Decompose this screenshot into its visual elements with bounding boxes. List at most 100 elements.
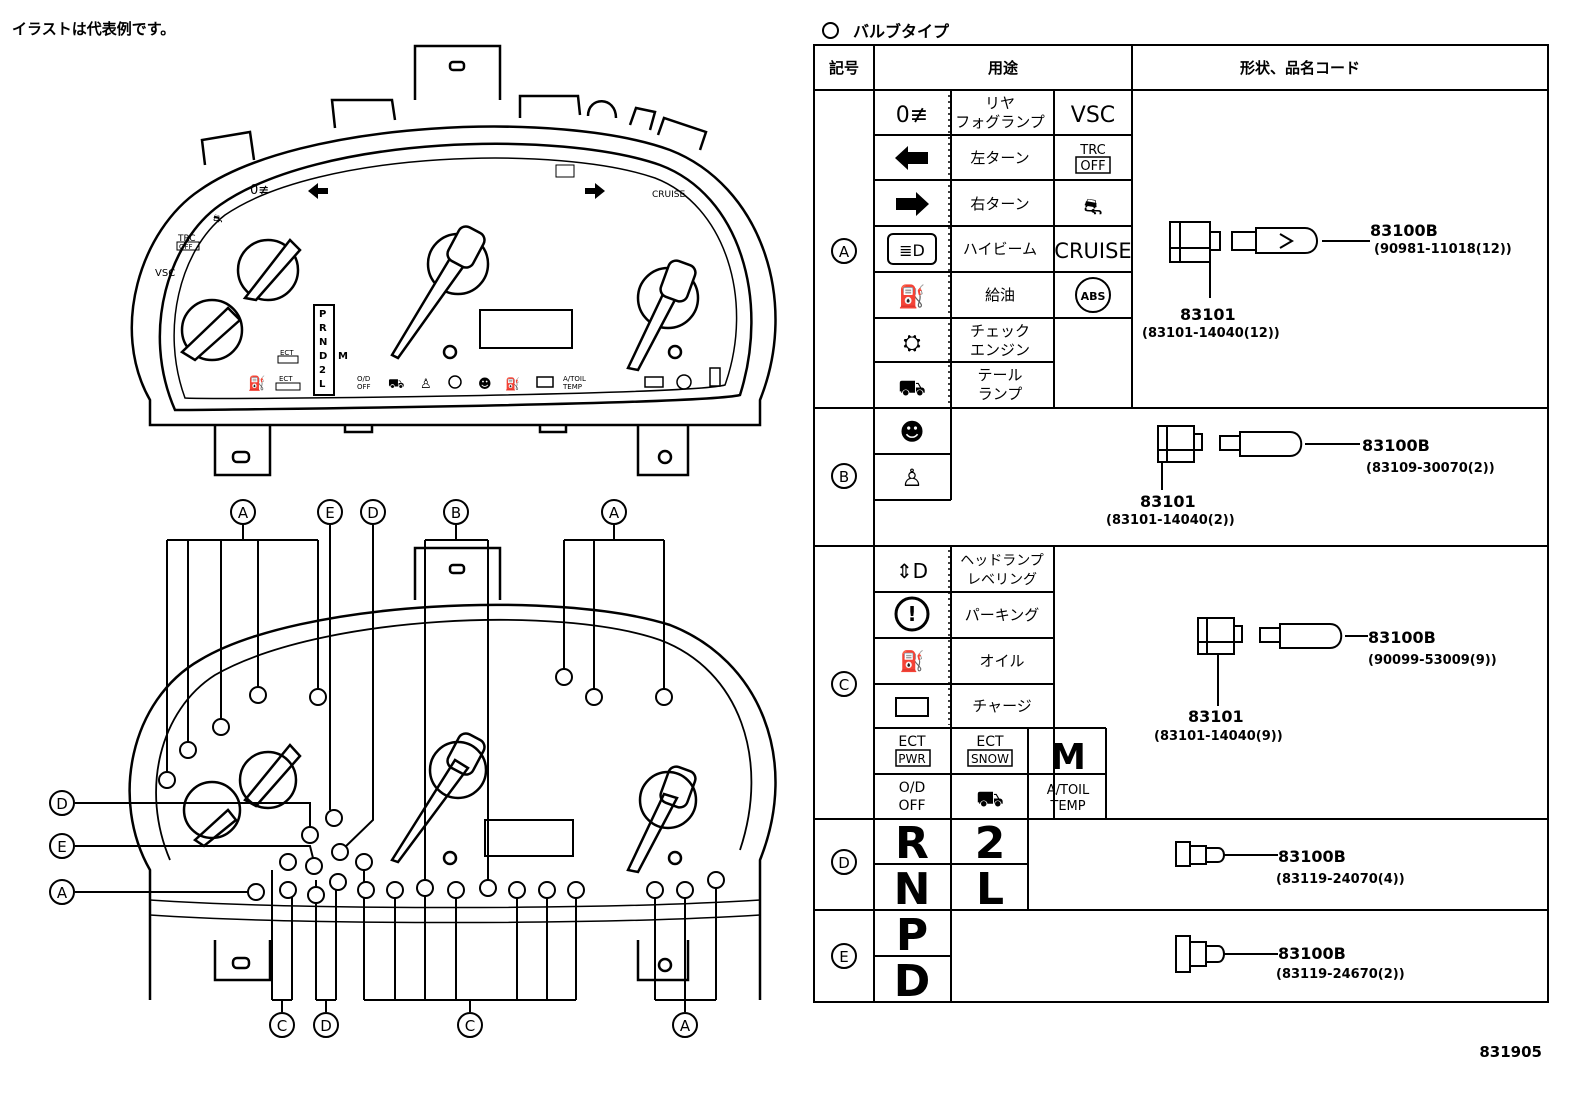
symbol-m: M: [1050, 737, 1086, 778]
svg-text:D: D: [56, 795, 68, 813]
svg-text:M: M: [338, 351, 348, 362]
callout-top-d: D: [360, 499, 386, 525]
svg-text:E: E: [325, 504, 334, 522]
header-usage: 用途: [988, 59, 1019, 77]
svg-text:A: A: [839, 243, 850, 261]
check-engine-icon: ⛭: [903, 331, 921, 356]
svg-text:O/D: O/D: [357, 375, 370, 383]
svg-text:エンジン: エンジン: [970, 341, 1030, 359]
bulb-a-code: (90981-11018(12)): [1374, 242, 1512, 257]
bulb-c-drawing: [1197, 617, 1368, 706]
svg-text:P: P: [319, 309, 326, 320]
svg-text:☻: ☻: [478, 377, 492, 392]
callout-left-d: D: [49, 790, 75, 816]
socket-b-code: (83101-14040(2)): [1106, 513, 1235, 528]
svg-text:L: L: [319, 379, 326, 390]
socket-b-part: 83101: [1140, 492, 1196, 511]
usage-a-1: 左ターン: [970, 149, 1029, 167]
headlamp-leveling-icon: ⇕D: [896, 559, 928, 583]
left-turn-icon: [895, 146, 928, 170]
svg-text:ECT: ECT: [976, 734, 1004, 750]
usage-a-0-l2: フォグランプ: [955, 113, 1045, 131]
svg-text:TEMP: TEMP: [562, 383, 582, 391]
callout-left-a: A: [49, 879, 75, 905]
svg-text:ECT: ECT: [280, 349, 294, 357]
svg-text:E: E: [57, 838, 66, 856]
usage-a-2: 右ターン: [970, 195, 1029, 213]
high-beam-icon: [887, 233, 937, 265]
symbol-trc: TRC: [1079, 143, 1105, 158]
cluster-skid-icon: ⛐: [213, 212, 223, 225]
callout-bottom-d: D: [313, 1012, 339, 1038]
usage-c-3: チャージ: [972, 697, 1032, 715]
callout-top-a1: A: [230, 499, 256, 525]
svg-text:チェック: チェック: [970, 322, 1030, 340]
usage-a-0-l1: リヤ: [985, 94, 1015, 112]
gear-l: L: [976, 864, 1004, 915]
bulb-b-part: 83100B: [1362, 436, 1430, 455]
cluster-cruise-label: CRUISE: [652, 190, 685, 200]
svg-text:OFF: OFF: [179, 243, 193, 251]
group-e-symbol: E: [831, 943, 857, 969]
usage-a-4: 給油: [985, 286, 1015, 304]
svg-text:ABS: ABS: [1081, 290, 1106, 303]
svg-text:D: D: [319, 351, 327, 362]
usage-c-1: パーキング: [965, 606, 1040, 624]
bulb-c-part: 83100B: [1368, 628, 1436, 647]
bulb-e-drawing: [1175, 935, 1278, 973]
svg-text:2: 2: [319, 365, 326, 376]
svg-text:A: A: [238, 504, 249, 522]
abs-icon: [1075, 277, 1111, 313]
seatbelt-icon: ♙: [901, 464, 923, 492]
legend-circle-icon: [822, 22, 839, 39]
callout-top-e: E: [317, 499, 343, 525]
bulb-e-code: (83119-24670(2)): [1276, 967, 1405, 982]
svg-text:D: D: [320, 1017, 332, 1035]
svg-text:!: !: [907, 602, 916, 626]
callout-bottom-c2: C: [457, 1012, 483, 1038]
svg-text:R: R: [319, 323, 327, 334]
svg-text:テール: テール: [977, 366, 1022, 384]
bulb-b-drawing: [1157, 425, 1360, 490]
door-ajar-icon: ⛟: [976, 787, 1004, 812]
callout-bottom-c1: C: [269, 1012, 295, 1038]
svg-text:A: A: [57, 884, 68, 902]
fuel-icon: ⛽: [898, 284, 925, 310]
callout-leader-lines: [75, 525, 717, 1012]
svg-text:A: A: [680, 1017, 691, 1035]
svg-text:A/TOIL: A/TOIL: [563, 375, 586, 383]
group-d-symbol: D: [831, 849, 857, 875]
gear-r: R: [895, 818, 929, 869]
cluster-fuel-icon: ⛽: [248, 375, 265, 392]
symbol-cruise: CRUISE: [1054, 239, 1131, 263]
cluster-rear: [128, 546, 777, 1000]
svg-text:B: B: [451, 504, 461, 522]
bulb-e-part: 83100B: [1278, 944, 1346, 963]
airbag-icon: ☻: [899, 418, 924, 446]
bulb-c-code: (90099-53009(9)): [1368, 653, 1497, 668]
cluster-diagrams: TRC OFF VSC CRUISE 0≢ ⛐ ECT ⛽ ECT O/DOFF…: [49, 44, 777, 1038]
svg-text:OFF: OFF: [1080, 159, 1105, 174]
socket-c-code: (83101-14040(9)): [1154, 729, 1283, 744]
cluster-left-turn-icon: [308, 183, 328, 199]
skid-icon: ⛐: [1084, 195, 1103, 220]
svg-text:A/TOIL: A/TOIL: [1047, 783, 1090, 798]
bulb-d-code: (83119-24070(4)): [1276, 872, 1405, 887]
svg-text:ECT: ECT: [279, 375, 293, 383]
header-shape: 形状、品名コード: [1240, 59, 1360, 77]
gear-n: N: [894, 864, 931, 915]
group-c-symbol: C: [831, 671, 857, 697]
bulb-a-drawing: [1169, 221, 1370, 298]
rear-fog-icon: 0≢: [896, 103, 928, 128]
svg-text:♙: ♙: [420, 377, 432, 392]
svg-text:B: B: [839, 468, 849, 486]
callout-top-a2: A: [601, 499, 627, 525]
cluster-trc-label: TRC: [177, 234, 196, 244]
page-code: 831905: [1479, 1043, 1542, 1061]
svg-text:ランプ: ランプ: [978, 385, 1023, 403]
svg-text:OFF: OFF: [898, 798, 925, 814]
svg-text:D: D: [367, 504, 379, 522]
cluster-gear-letters: PRN D2L M: [319, 309, 348, 390]
symbol-vsc: VSC: [1071, 103, 1115, 128]
svg-text:TEMP: TEMP: [1049, 799, 1085, 814]
